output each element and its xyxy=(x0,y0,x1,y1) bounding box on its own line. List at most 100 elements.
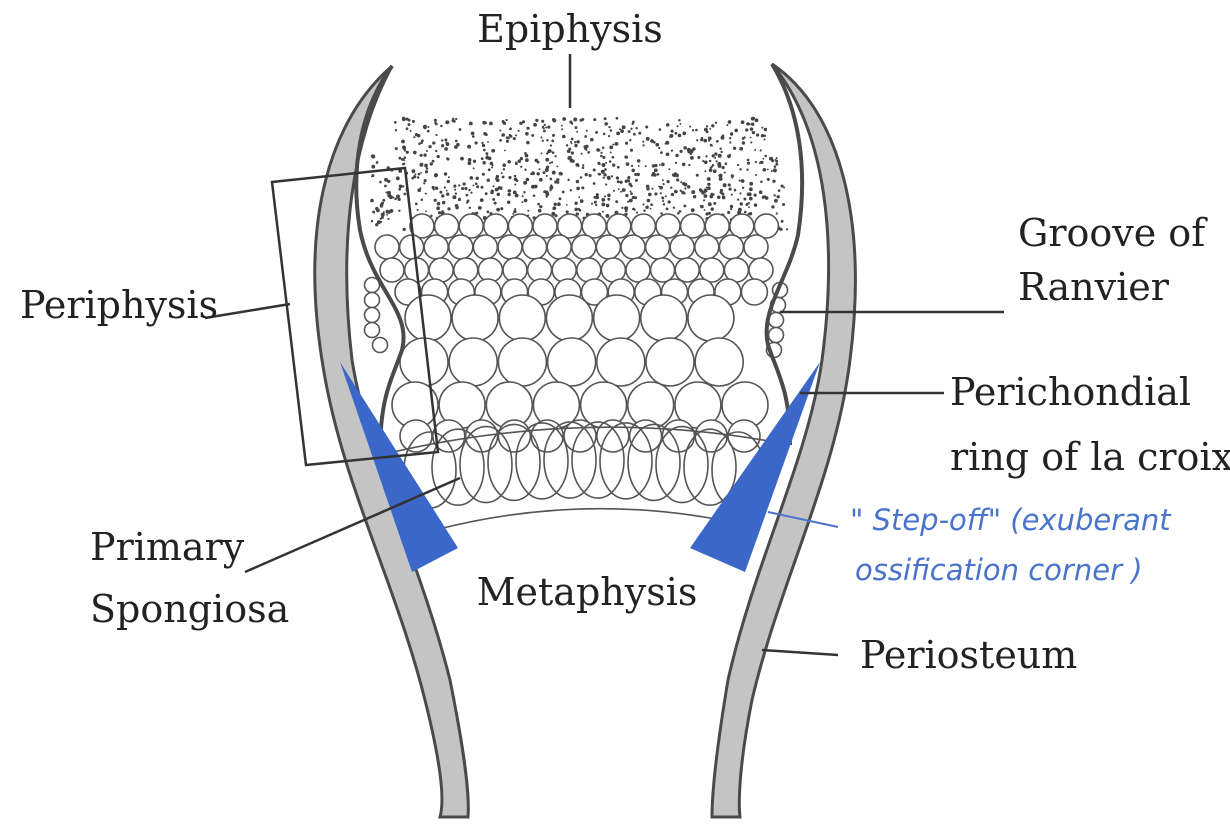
resting-dot xyxy=(585,173,588,176)
resting-dot xyxy=(371,165,375,169)
resting-dot xyxy=(764,128,767,131)
resting-dot xyxy=(435,134,437,136)
resting-dot xyxy=(527,210,529,212)
resting-dot xyxy=(595,204,597,206)
resting-dot xyxy=(762,195,765,198)
resting-dot xyxy=(650,139,654,143)
resting-dot xyxy=(624,206,628,210)
resting-dot xyxy=(446,157,449,160)
resting-dot xyxy=(468,158,472,162)
groove-cell xyxy=(769,328,784,343)
resting-dot xyxy=(526,141,530,145)
resting-dot xyxy=(600,152,602,154)
resting-dot xyxy=(552,151,555,154)
resting-dot xyxy=(543,171,546,174)
resting-dot xyxy=(469,122,473,126)
resting-dot xyxy=(398,157,401,160)
resting-dot xyxy=(419,163,423,167)
resting-dot xyxy=(372,211,375,214)
resting-dot xyxy=(752,131,755,134)
resting-dot xyxy=(773,168,777,172)
resting-dot xyxy=(632,196,635,199)
resting-dot xyxy=(413,136,415,138)
resting-dot xyxy=(654,174,657,177)
resting-dot xyxy=(671,130,674,133)
resting-dot xyxy=(722,134,724,136)
resting-dot xyxy=(455,140,458,143)
resting-dot xyxy=(620,129,624,133)
resting-dot xyxy=(773,194,775,196)
label-groove-line1: Groove of xyxy=(1018,211,1208,255)
resting-dot xyxy=(610,152,612,154)
resting-dot xyxy=(647,199,651,203)
resting-dot xyxy=(616,176,619,179)
resting-dot xyxy=(607,194,611,198)
resting-dot xyxy=(470,176,474,180)
resting-dot xyxy=(590,138,594,142)
resting-dot xyxy=(619,128,621,130)
resting-dot xyxy=(605,162,607,164)
resting-dot xyxy=(476,212,479,215)
resting-dot xyxy=(607,176,611,180)
resting-dot xyxy=(671,149,673,151)
resting-dot xyxy=(763,138,765,140)
resting-dot xyxy=(705,212,708,215)
resting-dot xyxy=(713,202,716,205)
resting-dot xyxy=(554,203,557,206)
resting-dot xyxy=(441,194,444,197)
resting-dot xyxy=(387,180,390,183)
resting-dot xyxy=(701,137,704,140)
resting-dot xyxy=(473,167,475,169)
resting-dot xyxy=(712,164,715,167)
resting-dot xyxy=(574,208,578,212)
resting-dot xyxy=(775,159,777,161)
cartilage-cell xyxy=(597,338,645,386)
resting-dot xyxy=(461,187,464,190)
resting-dot xyxy=(710,207,713,210)
resting-dot xyxy=(543,190,546,193)
resting-dot xyxy=(437,155,440,158)
resting-dot xyxy=(488,168,491,171)
resting-dot xyxy=(406,127,409,130)
resting-dot xyxy=(674,132,677,135)
resting-dot xyxy=(441,144,444,147)
resting-dot xyxy=(731,194,733,196)
resting-dot xyxy=(386,214,388,216)
resting-dot xyxy=(491,166,493,168)
resting-dot xyxy=(533,194,536,197)
groove-cell xyxy=(365,323,380,338)
resting-dot xyxy=(436,206,440,210)
resting-dot xyxy=(684,187,686,189)
resting-dot xyxy=(576,180,579,183)
resting-dot xyxy=(618,188,620,190)
resting-dot xyxy=(659,164,661,166)
resting-dot xyxy=(781,185,784,188)
resting-dot xyxy=(632,121,635,124)
resting-dot xyxy=(502,121,504,123)
resting-dot xyxy=(485,192,488,195)
resting-dot xyxy=(459,128,462,131)
resting-dot xyxy=(458,184,460,186)
resting-dot xyxy=(678,134,682,138)
resting-dot xyxy=(740,202,743,205)
resting-dot xyxy=(745,128,748,131)
resting-dot xyxy=(557,181,560,184)
resting-dot xyxy=(616,131,620,135)
resting-dot xyxy=(566,204,568,206)
resting-dot xyxy=(711,124,714,127)
resting-dot xyxy=(761,127,763,129)
resting-dot xyxy=(561,125,563,127)
resting-dot xyxy=(496,175,499,178)
cartilage-cell xyxy=(670,235,694,259)
resting-dot xyxy=(695,129,698,132)
cartilage-cell xyxy=(675,258,699,282)
resting-dot xyxy=(756,133,759,136)
resting-dot xyxy=(380,204,384,208)
resting-dot xyxy=(704,128,708,132)
resting-dot xyxy=(683,192,685,194)
cartilage-cell xyxy=(596,235,620,259)
resting-dot xyxy=(611,175,613,177)
resting-dot xyxy=(604,122,608,126)
resting-dot xyxy=(669,136,671,138)
resting-dot xyxy=(593,118,596,121)
